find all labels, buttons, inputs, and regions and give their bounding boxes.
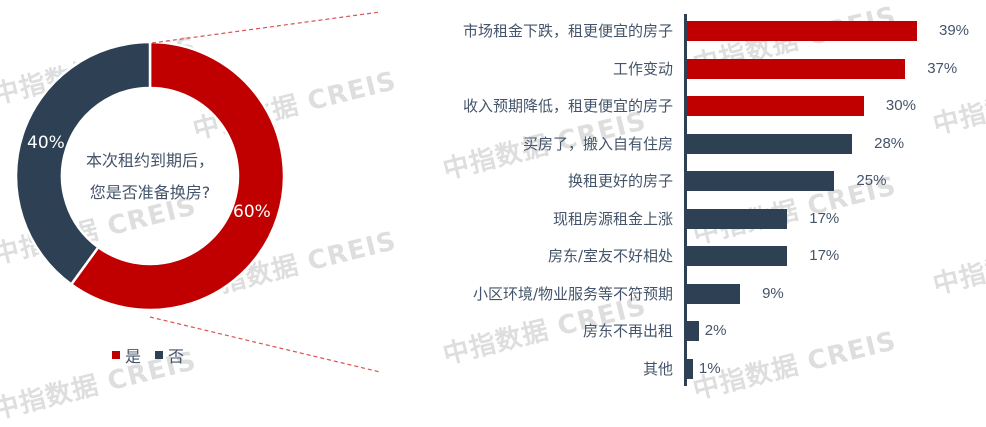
- bar: [687, 358, 693, 379]
- bar: [687, 58, 906, 79]
- bar-category: 现租房源租金上涨: [380, 209, 673, 229]
- legend-item-yes: 是: [112, 343, 141, 367]
- donut-legend: 是 否: [112, 343, 192, 367]
- category-label: 市场租金下跌，租更便宜的房子: [462, 22, 673, 40]
- bar-category: 房东不再出租: [380, 321, 673, 341]
- bar: [687, 133, 853, 154]
- bar-value-label: 17%: [809, 247, 840, 264]
- category-label: 小区环境/物业服务等不符预期: [472, 284, 673, 303]
- bar-value-label: 25%: [856, 172, 887, 189]
- donut-slices: [14, 40, 286, 312]
- center-line-2: 您是否准备换房?: [89, 183, 211, 202]
- bar: [687, 246, 788, 266]
- category-label: 工作变动: [612, 59, 673, 78]
- connector-line-top: [151, 11, 380, 44]
- category-label: 现租房源租金上涨: [552, 209, 673, 228]
- bar-category: 市场租金下跌，租更便宜的房子: [380, 21, 673, 41]
- bar-category: 房东/室友不好相处: [380, 246, 673, 266]
- bar-category: 买房了，搬入自有住房: [380, 134, 673, 154]
- bar-value-label: 28%: [874, 134, 905, 152]
- slice-label-yes: 60%: [233, 202, 271, 222]
- category-axis: [684, 14, 687, 386]
- donut-chart: [14, 11, 380, 373]
- bar-value-label: 9%: [762, 284, 784, 302]
- legend-swatch-navy: [155, 351, 164, 359]
- donut-slice-yes: [69, 40, 286, 312]
- slice-label-no: 40%: [27, 133, 65, 153]
- bar-value-label: 2%: [704, 322, 727, 339]
- legend-label: 否: [168, 347, 185, 366]
- bar-value-label: 1%: [698, 359, 721, 377]
- category-label: 房东不再出租: [582, 322, 673, 340]
- donut-slice-no: [14, 40, 152, 287]
- category-label: 收入预期降低，租更便宜的房子: [462, 97, 673, 115]
- center-line-1: 本次租约到期后，: [85, 151, 214, 170]
- bar-value-label: 30%: [885, 97, 916, 114]
- category-label: 换租更好的房子: [567, 172, 673, 190]
- legend-swatch-red: [112, 351, 120, 359]
- bar-category: 小区环境/物业服务等不符预期: [380, 284, 673, 304]
- bar-category: 收入预期降低，租更便宜的房子: [380, 96, 673, 116]
- bar-value-label: 37%: [927, 59, 958, 77]
- bar-value-label: 39%: [939, 22, 970, 39]
- bar: [687, 96, 864, 116]
- bar: [687, 171, 835, 191]
- bar: [687, 208, 788, 229]
- legend-item-no: 否: [155, 343, 184, 367]
- bar-category: 换租更好的房子: [380, 171, 673, 191]
- bar-category: 其他: [380, 359, 673, 379]
- category-label: 其他: [642, 359, 673, 378]
- bar: [687, 283, 741, 304]
- bar: [687, 21, 917, 41]
- donut-center-question: 本次租约到期后， 您是否准备换房?: [70, 145, 230, 209]
- legend-label: 是: [125, 347, 142, 366]
- connector-line-bottom: [149, 316, 380, 373]
- bar-category: 工作变动: [380, 59, 673, 79]
- bar: [687, 321, 699, 341]
- category-label: 房东/室友不好相处: [547, 247, 673, 265]
- bar-value-label: 17%: [809, 209, 840, 227]
- watermark: 中指数据 CREIS: [930, 221, 986, 301]
- category-label: 买房了，搬入自有住房: [522, 134, 673, 153]
